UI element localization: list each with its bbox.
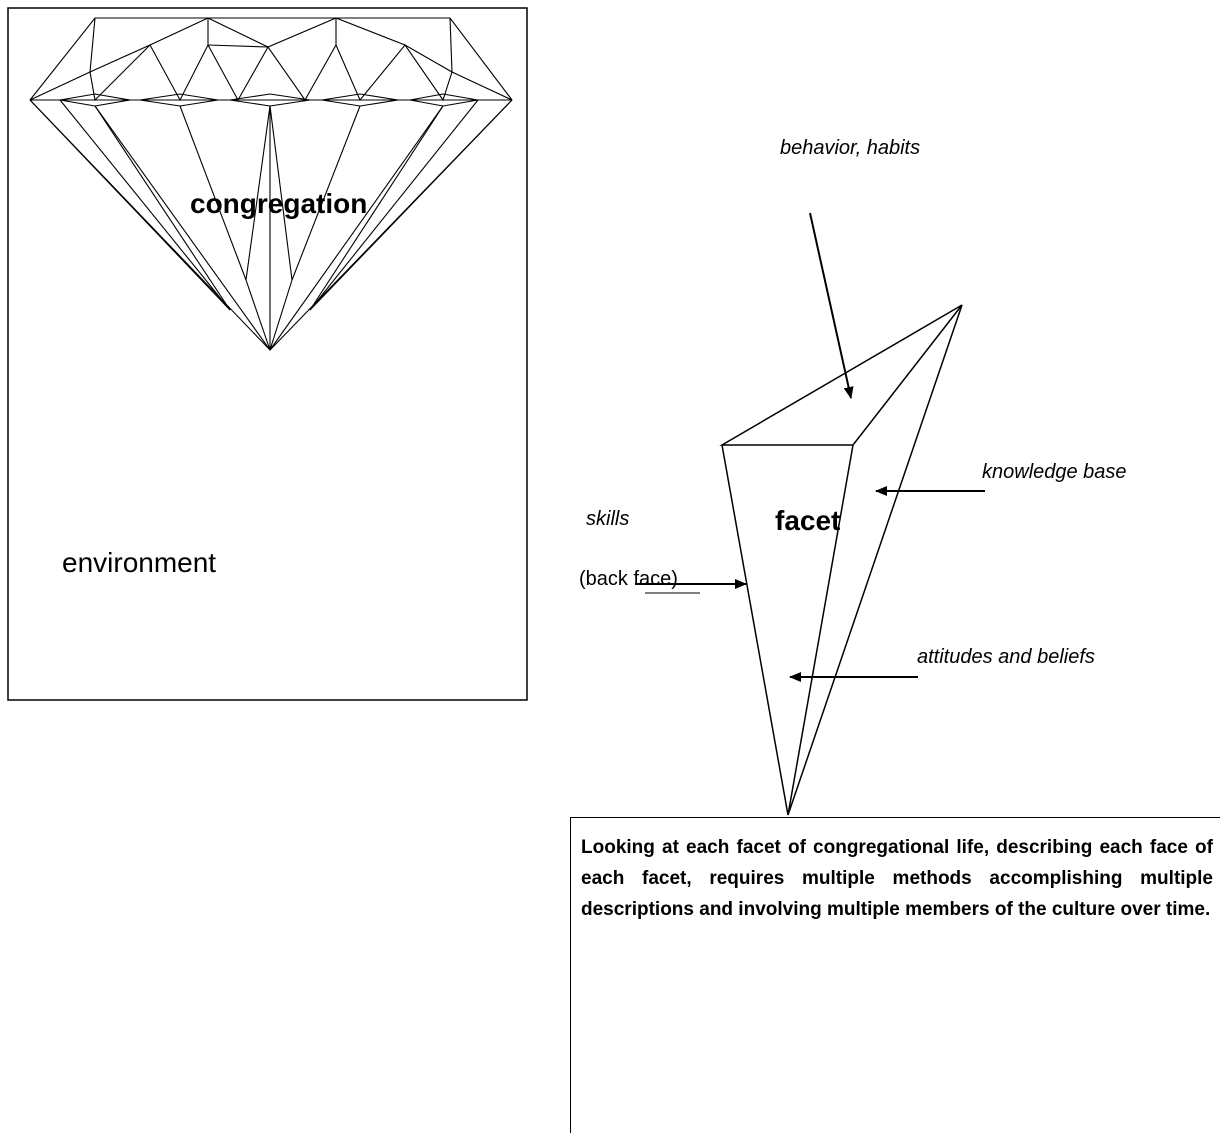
environment-frame: [8, 8, 527, 700]
back-face-label-rest: face): [628, 568, 678, 590]
diamond-drawing: [30, 18, 512, 350]
back-face-label-open: (back: [579, 568, 628, 590]
facet-label: facet: [775, 507, 840, 535]
facet-shape: [722, 305, 962, 815]
knowledge-base-label: knowledge base: [982, 462, 1127, 482]
caption-box: Looking at each facet of congregational …: [570, 817, 1220, 1133]
behavior-habits-label: behavior, habits: [780, 138, 920, 158]
caption-text: Looking at each facet of congregational …: [581, 832, 1213, 925]
skills-label: skills: [586, 509, 629, 529]
back-face-label: (back face): [579, 569, 678, 589]
congregation-label: congregation: [190, 190, 367, 218]
environment-label: environment: [62, 549, 216, 577]
behavior-arrow: [810, 213, 851, 398]
attitudes-beliefs-label: attitudes and beliefs: [917, 647, 1095, 667]
